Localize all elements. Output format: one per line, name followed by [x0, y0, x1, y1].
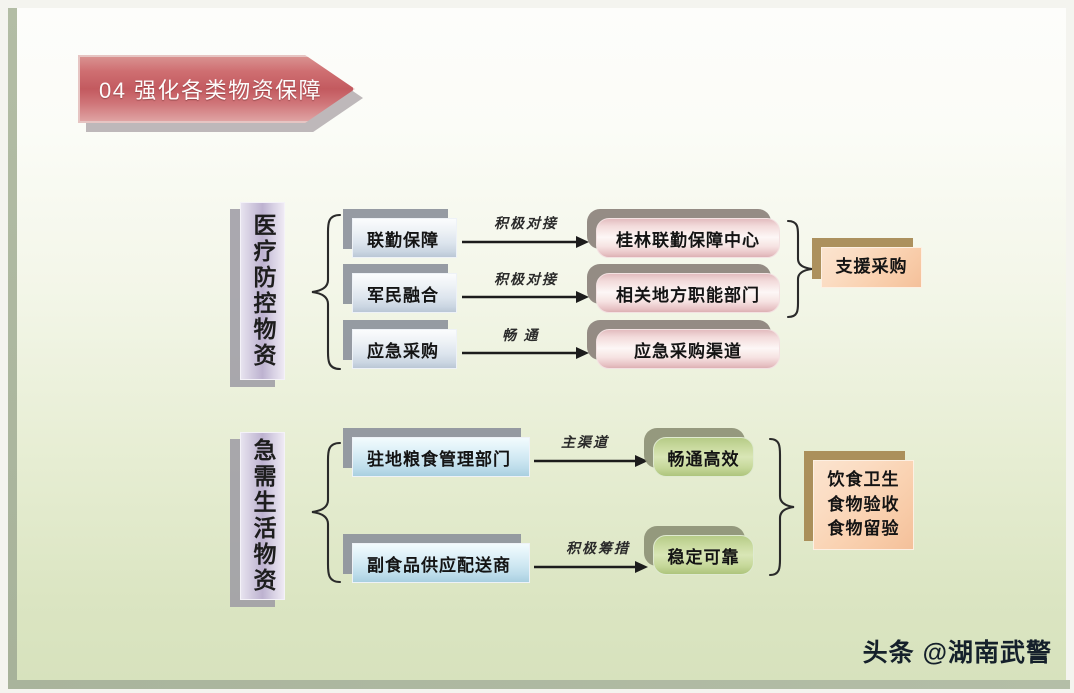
target-box-living-1[interactable]: 稳定可靠	[644, 526, 754, 575]
outcome-box-living-body[interactable]: 饮食卫生 食物验收 食物留验	[813, 460, 914, 550]
source-box-medical-2-body[interactable]: 应急采购	[352, 329, 457, 369]
category-label-medical-text: 医疗防控物资	[250, 213, 276, 369]
category-label-medical: 医疗防控物资	[230, 202, 285, 387]
source-box-medical-0[interactable]: 联勤保障	[343, 209, 457, 258]
brace-right-living	[768, 436, 798, 578]
target-box-medical-2-label: 应急采购渠道	[634, 341, 742, 361]
brace-left-medical	[308, 212, 342, 372]
target-box-medical-0[interactable]: 桂林联勤保障中心	[587, 209, 780, 258]
arrow-medical-0	[462, 235, 590, 249]
arrow-caption-living-0: 主渠道	[561, 436, 609, 451]
source-box-living-1-body[interactable]: 副食品供应配送商	[352, 543, 530, 583]
source-box-living-0-label: 驻地粮食管理部门	[367, 449, 511, 469]
target-box-medical-1-label: 相关地方职能部门	[616, 285, 760, 305]
category-label-medical-body: 医疗防控物资	[240, 202, 285, 380]
source-box-medical-1-label: 军民融合	[367, 285, 439, 305]
arrow-caption-medical-2: 畅 通	[502, 329, 540, 344]
arrow-caption-medical-0: 积极对接	[494, 217, 558, 232]
arrow-living-0	[534, 454, 649, 468]
frame-left-bar	[8, 8, 17, 680]
source-box-medical-2[interactable]: 应急采购	[343, 320, 457, 369]
outcome-box-living-line-2: 食物留验	[827, 519, 900, 539]
category-label-living: 急需生活物资	[230, 432, 285, 607]
source-box-medical-2-label: 应急采购	[367, 341, 439, 361]
category-label-living-body: 急需生活物资	[240, 432, 285, 600]
category-label-living-text: 急需生活物资	[250, 438, 276, 594]
outcome-box-living-line-0: 饮食卫生	[827, 470, 900, 490]
arrow-medical-1	[462, 290, 590, 304]
target-box-living-0-body[interactable]: 畅通高效	[653, 437, 754, 477]
target-box-living-1-body[interactable]: 稳定可靠	[653, 535, 754, 575]
target-box-living-0-label: 畅通高效	[667, 449, 740, 469]
source-box-medical-1[interactable]: 军民融合	[343, 264, 457, 313]
outcome-box-medical-body[interactable]: 支援采购	[821, 247, 922, 288]
arrow-caption-medical-1: 积极对接	[494, 273, 558, 288]
target-box-medical-0-label: 桂林联勤保障中心	[616, 230, 760, 250]
source-box-medical-0-body[interactable]: 联勤保障	[352, 218, 457, 258]
watermark: 头条 @湖南武警	[862, 639, 1052, 667]
frame-bottom-bar	[8, 680, 1070, 689]
target-box-medical-2[interactable]: 应急采购渠道	[587, 320, 780, 369]
arrow-medical-2	[462, 346, 590, 360]
page-title: 04 强化各类物资保障	[99, 78, 323, 103]
title-banner: 04 强化各类物资保障	[78, 55, 363, 132]
source-box-living-1[interactable]: 副食品供应配送商	[343, 534, 530, 583]
source-box-medical-0-label: 联勤保障	[367, 230, 439, 250]
source-box-living-0-body[interactable]: 驻地粮食管理部门	[352, 437, 530, 477]
source-box-medical-1-body[interactable]: 军民融合	[352, 273, 457, 313]
arrow-caption-living-1: 积极筹措	[566, 542, 630, 557]
source-box-living-1-label: 副食品供应配送商	[367, 555, 511, 575]
outcome-box-medical[interactable]: 支援采购	[812, 238, 922, 288]
source-box-living-0[interactable]: 驻地粮食管理部门	[343, 428, 530, 477]
target-box-medical-2-body[interactable]: 应急采购渠道	[596, 329, 780, 369]
title-banner-body: 04 强化各类物资保障	[78, 55, 355, 123]
target-box-medical-1-body[interactable]: 相关地方职能部门	[596, 273, 780, 313]
brace-left-living	[308, 440, 342, 585]
target-box-medical-0-body[interactable]: 桂林联勤保障中心	[596, 218, 780, 258]
target-box-living-0[interactable]: 畅通高效	[644, 428, 754, 477]
outcome-box-living[interactable]: 饮食卫生 食物验收 食物留验	[804, 451, 914, 550]
outcome-box-medical-line-0: 支援采购	[835, 257, 908, 277]
arrow-living-1	[534, 560, 649, 574]
outcome-box-living-line-1: 食物验收	[827, 494, 900, 514]
target-box-living-1-label: 稳定可靠	[667, 547, 740, 567]
target-box-medical-1[interactable]: 相关地方职能部门	[587, 264, 780, 313]
